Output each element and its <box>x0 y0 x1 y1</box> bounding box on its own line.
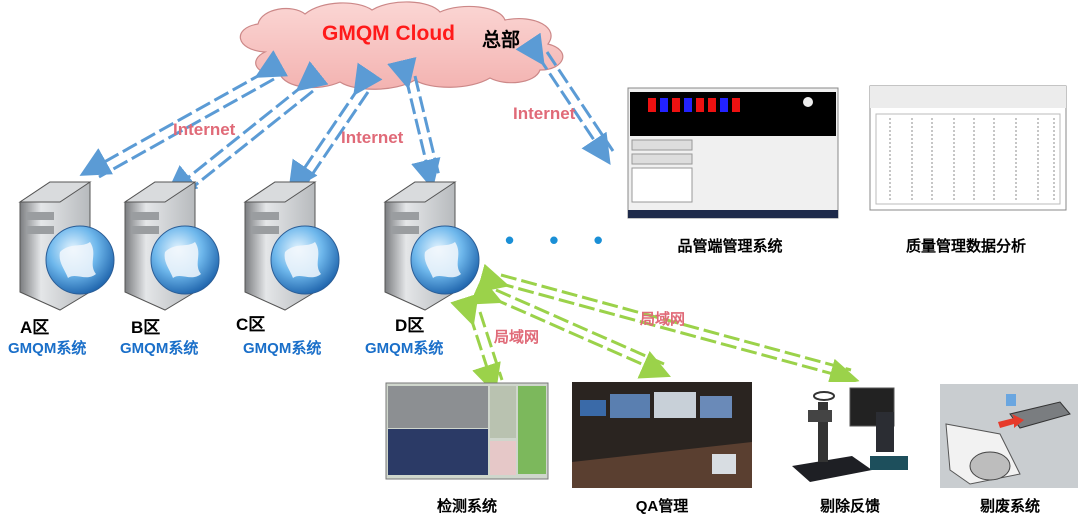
internet-label-1: Internet <box>173 120 236 139</box>
server-c <box>243 181 340 311</box>
detection-system-screenshot <box>385 382 549 480</box>
server-a <box>18 181 115 311</box>
server-b <box>123 181 220 311</box>
server-b-system: GMQM系统 <box>120 340 199 357</box>
server-d-region: D区 <box>395 316 425 335</box>
cloud-subtitle: 总部 <box>482 30 521 51</box>
server-a-region: A区 <box>20 318 50 337</box>
server-b-region: B区 <box>131 318 161 337</box>
detection-system-caption: 检测系统 <box>436 498 497 515</box>
rejection-feedback-caption: 剔除反馈 <box>819 498 880 515</box>
server-c-region: C区 <box>236 315 266 334</box>
reject-system-photo <box>940 384 1078 488</box>
internet-arrows <box>79 32 615 197</box>
cloud-title: GMQM Cloud <box>322 22 455 45</box>
server-a-system: GMQM系统 <box>8 340 87 357</box>
management-system-caption: 品管端管理系统 <box>677 238 783 255</box>
more-servers-ellipsis: • • • <box>505 225 617 255</box>
management-system-screenshot <box>627 87 839 219</box>
server-c-system: GMQM系统 <box>243 340 322 357</box>
internet-label-3: Internet <box>513 104 576 123</box>
lan-label-1: 局域网 <box>494 329 540 346</box>
internet-label-2: Internet <box>341 128 404 147</box>
lan-label-2: 局域网 <box>640 311 686 328</box>
server-d-system: GMQM系统 <box>365 340 444 357</box>
server-d <box>383 181 480 311</box>
quality-analysis-caption: 质量管理数据分析 <box>905 238 1026 255</box>
rejection-feedback-photo <box>780 382 920 488</box>
reject-system-caption: 剔废系统 <box>979 498 1040 515</box>
qa-management-photo <box>572 382 752 488</box>
quality-analysis-screenshot <box>869 85 1067 211</box>
lan-arrows <box>450 263 860 395</box>
qa-management-caption: QA管理 <box>635 498 689 515</box>
